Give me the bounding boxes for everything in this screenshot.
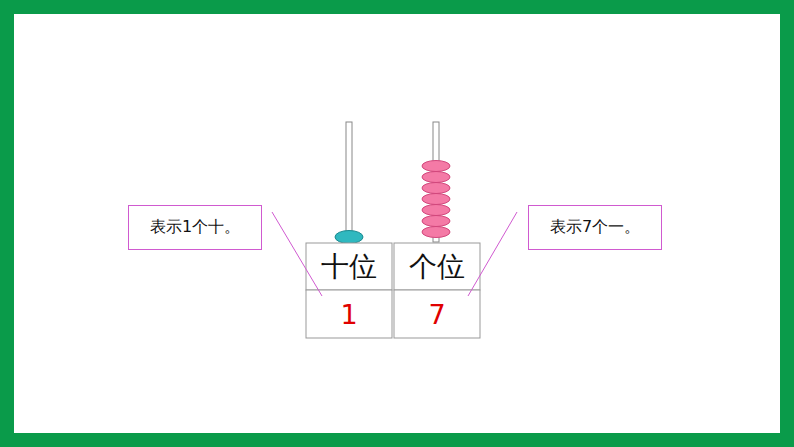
bead [422,172,450,183]
bead [422,216,450,227]
bead [422,161,450,172]
bead [422,227,450,238]
place-header: 个位 [394,243,480,290]
ones-beads [422,161,450,238]
callout-text: 表示1个十。 [150,217,240,238]
bead [422,183,450,194]
leader-line [468,212,517,296]
table-cell [306,243,392,290]
table-cell [306,290,392,338]
table-cell [394,290,480,338]
bead [422,194,450,205]
tens-rod [346,122,352,242]
callout-box: 表示1个十。 [128,205,262,250]
digit: 7 [394,290,480,338]
bead [422,205,450,216]
place-header: 十位 [306,243,392,290]
leader-line [272,212,322,296]
callout-box: 表示7个一。 [528,205,662,250]
tens-bead [335,231,363,244]
digit: 1 [306,290,392,338]
table-cell [394,243,480,290]
callout-text: 表示7个一。 [550,217,640,238]
